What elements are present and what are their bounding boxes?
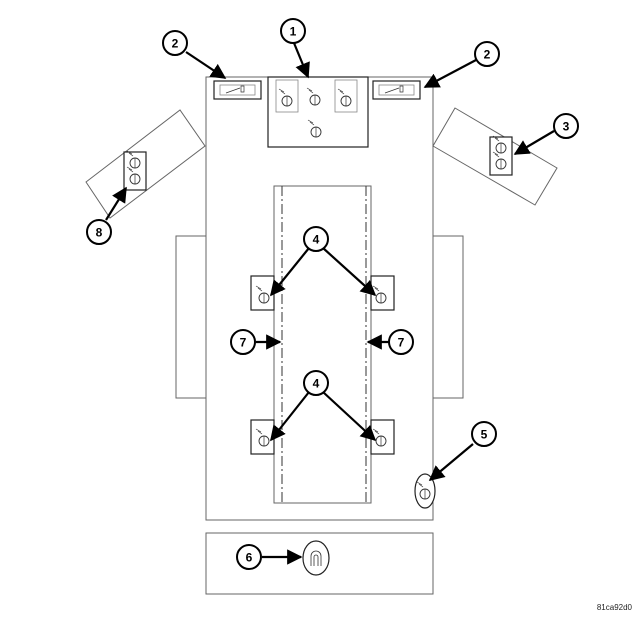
figure-code: 81ca92d0 — [596, 603, 632, 612]
leader-2-right — [423, 59, 477, 88]
callout-2-left-label: 2 — [172, 37, 179, 51]
leader-1 — [292, 42, 310, 79]
right-door-outline — [432, 235, 464, 399]
leader-8 — [105, 186, 127, 221]
callout-3: 3 — [553, 113, 579, 139]
callout-5: 5 — [471, 421, 497, 447]
reading-lamp-front-right — [370, 275, 395, 311]
callout-4-lower: 4 — [303, 370, 329, 396]
right-front-lamp-icon — [384, 85, 404, 94]
liftgate-lamp — [302, 540, 330, 576]
callout-7-right-label: 7 — [398, 336, 405, 350]
leader-lines — [105, 42, 555, 565]
callout-3-label: 3 — [563, 120, 570, 134]
reading-lamp-rear-left — [250, 419, 275, 455]
leader-4-a — [270, 247, 310, 297]
leader-4-c — [270, 391, 310, 442]
callout-2-left: 2 — [162, 30, 188, 56]
leader-2-left — [185, 51, 227, 79]
reading-lamp-front-left — [250, 275, 275, 311]
cargo-lamp — [414, 473, 436, 509]
leader-4-b — [322, 247, 377, 297]
callout-7-left: 7 — [230, 329, 256, 355]
overhead-console — [267, 76, 369, 148]
vehicle-body — [85, 76, 558, 595]
left-door-outline — [175, 235, 207, 399]
left-visor-lamp — [123, 150, 147, 191]
callout-1: 1 — [280, 18, 306, 44]
callout-4-upper-label: 4 — [313, 233, 320, 247]
callout-7-left-label: 7 — [240, 336, 247, 350]
callout-4-lower-label: 4 — [313, 377, 320, 391]
right-front-lamp — [372, 80, 421, 100]
right-visor-lamp — [489, 135, 513, 176]
callout-4-upper: 4 — [303, 226, 329, 252]
callout-7-right: 7 — [388, 329, 414, 355]
callout-5-label: 5 — [481, 428, 488, 442]
leader-5 — [428, 443, 474, 481]
callout-2-right: 2 — [474, 41, 500, 67]
left-front-lamp-icon — [225, 85, 245, 94]
leader-4-d — [322, 391, 377, 442]
left-front-lamp — [213, 80, 262, 100]
liftgate-lamp-icon — [310, 550, 322, 566]
left-sun-visor — [85, 109, 206, 219]
callout-6-label: 6 — [246, 551, 253, 565]
callout-6: 6 — [236, 544, 262, 570]
callout-8-label: 8 — [96, 226, 103, 240]
leader-3 — [513, 130, 555, 155]
callout-1-label: 1 — [290, 25, 297, 39]
reading-lamp-rear-right — [370, 419, 395, 455]
rear-cargo-panel — [205, 532, 434, 595]
callout-8: 8 — [86, 219, 112, 245]
callout-2-right-label: 2 — [484, 48, 491, 62]
